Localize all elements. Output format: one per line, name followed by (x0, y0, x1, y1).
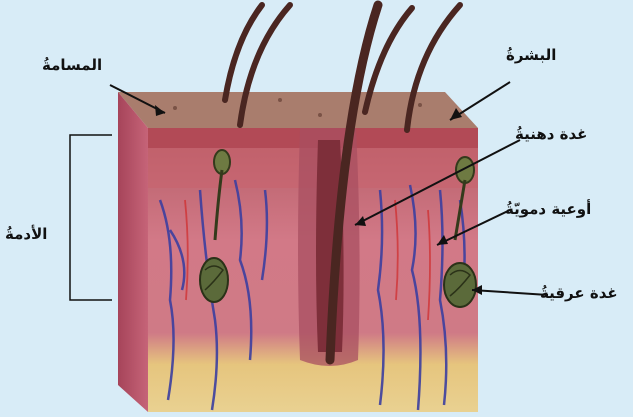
sweat-gland-label: غدة عرقيةُ (540, 284, 618, 302)
pore-label: المسامةُ (42, 56, 102, 74)
epidermis-surface (118, 92, 478, 128)
epidermis-label: البشرةُ (506, 46, 556, 64)
dermis-label: الأدمةُ (5, 225, 47, 243)
dermis-bracket (70, 135, 112, 300)
blood-vessels-label: أوعية دمويّةُ (505, 200, 591, 218)
sebaceous-gland-label: غدة دهنيةُ (515, 125, 587, 143)
side-face (118, 92, 148, 412)
